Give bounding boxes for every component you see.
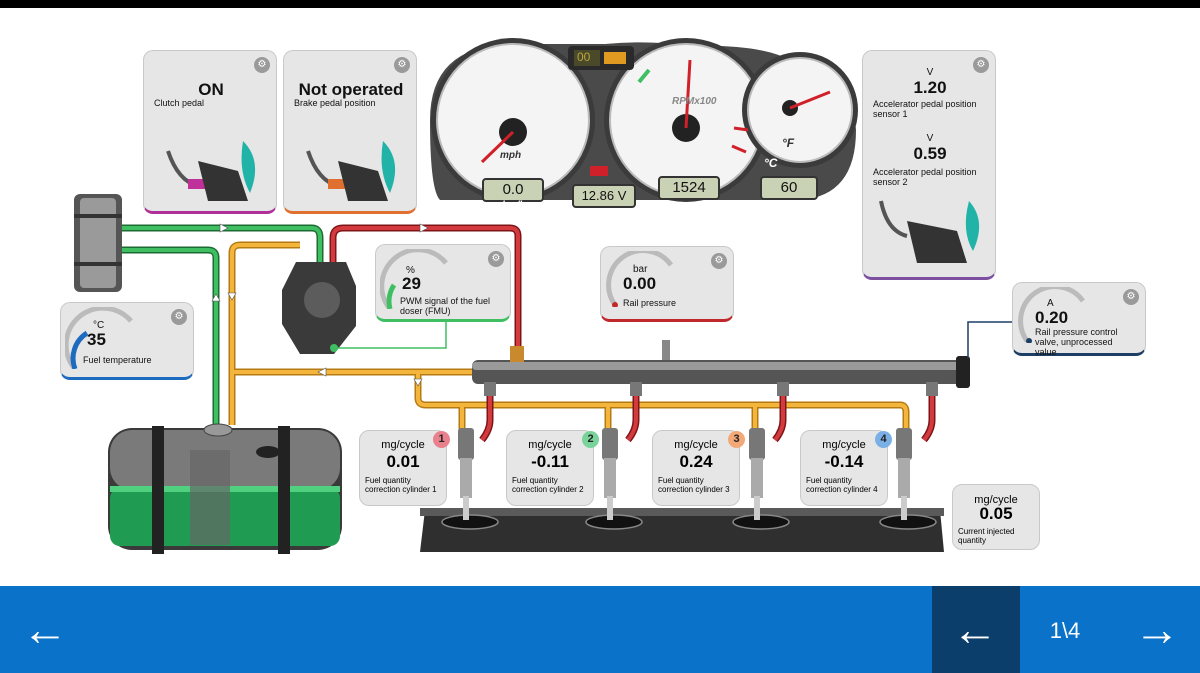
rail-valve-card[interactable]: ⚙ A 0.20 Rail pressure control valve, un…: [1012, 282, 1146, 357]
cylinder-2-badge: 2: [582, 431, 599, 448]
injected-value: 0.05: [979, 504, 1013, 523]
prev-page-button[interactable]: [932, 586, 1020, 673]
accel2-label-b: sensor 2: [873, 177, 908, 187]
next-arrow-icon[interactable]: →: [1134, 603, 1180, 655]
temp-unit: °C: [93, 320, 105, 331]
rail-value: 0.00: [623, 274, 657, 293]
temp-arc-icon: [65, 307, 133, 369]
gear-icon[interactable]: ⚙: [254, 57, 270, 73]
fmu-card[interactable]: ⚙ % 29 PWM signal of the fuel doser (FMU…: [375, 244, 511, 322]
fuel-temperature-card[interactable]: ⚙ °C 35 Fuel temperature: [60, 302, 194, 380]
rail-label: Rail pressure: [623, 298, 677, 308]
page-indicator: 1\4: [1049, 618, 1081, 643]
valve-unit: A: [1047, 298, 1054, 309]
fmu-unit: %: [406, 265, 415, 276]
temp-unit-f: °F: [782, 136, 795, 150]
accel1-value: 1.20: [913, 78, 947, 97]
injected-unit: mg/cycle: [974, 494, 1018, 506]
cyl1-unit: mg/cycle: [381, 439, 425, 451]
clutch-label: Clutch pedal: [154, 98, 205, 108]
rail-unit: bar: [633, 264, 648, 275]
cyl4-value: -0.14: [824, 452, 864, 471]
top-bar: [0, 0, 1200, 8]
rail-arc-icon: [606, 251, 674, 307]
cylinder-4-badge: 4: [875, 431, 892, 448]
gear-icon[interactable]: ⚙: [711, 253, 727, 269]
accel2-label-a: Accelerator pedal position: [873, 167, 977, 177]
cyl2-value: -0.11: [531, 452, 569, 471]
fmu-value: 29: [402, 274, 421, 293]
accel1-label-b: sensor 1: [873, 109, 908, 119]
cyl3-value: 0.24: [679, 452, 713, 471]
accelerator-pedal-icon: [879, 200, 980, 263]
rpm-dial-label: RPMx100: [672, 96, 717, 107]
gear-icon[interactable]: ⚙: [171, 309, 187, 325]
brake-pedal-card[interactable]: ⚙ Not operated Brake pedal position: [283, 50, 417, 214]
cylinder-1-badge: 1: [433, 431, 450, 448]
temp-label: Fuel temperature: [83, 355, 152, 365]
temp-value-card: 35: [87, 330, 106, 349]
accel2-value: 0.59: [913, 144, 947, 163]
temp-unit-c: °C: [764, 156, 778, 170]
cyl2-unit: mg/cycle: [528, 439, 572, 451]
clutch-pedal-icon: [166, 141, 256, 201]
brake-state: Not operated: [298, 80, 404, 99]
rail-pressure-card[interactable]: ⚙ bar 0.00 Rail pressure: [600, 246, 734, 322]
accelerator-pedal-card[interactable]: ⚙ V 1.20 Accelerator pedal position sens…: [862, 50, 996, 280]
cyl1-value: 0.01: [386, 452, 420, 471]
gear-icon[interactable]: ⚙: [394, 57, 410, 73]
odometer: 00: [577, 50, 591, 64]
valve-label-c: value: [1035, 347, 1057, 357]
fmu-arc-icon: [380, 249, 448, 309]
fuel-system-diagram: [74, 38, 1012, 554]
battery-voltage: 12.86 V: [572, 184, 636, 208]
speed-value: 0.0: [482, 178, 544, 202]
gear-icon[interactable]: ⚙: [488, 251, 504, 267]
valve-arc-icon: [1018, 287, 1086, 343]
cyl4-unit: mg/cycle: [822, 439, 866, 451]
accel1-label-a: Accelerator pedal position: [873, 99, 977, 109]
prev-arrow-icon[interactable]: ←: [952, 603, 998, 655]
gear-icon[interactable]: ⚙: [973, 57, 989, 73]
gear-icon[interactable]: ⚙: [1123, 289, 1139, 305]
fmu-label-a: PWM signal of the fuel: [400, 296, 491, 306]
clutch-pedal-card[interactable]: ⚙ ON Clutch pedal: [143, 50, 277, 214]
speed-dial-unit: mph: [500, 150, 522, 161]
clutch-state: ON: [198, 80, 224, 99]
rpm-value: 1524: [658, 176, 720, 200]
brake-label: Brake pedal position: [294, 98, 376, 108]
cylinder-3-badge: 3: [728, 431, 745, 448]
cyl3-unit: mg/cycle: [674, 439, 718, 451]
bottom-nav-bar: [0, 586, 1200, 673]
valve-label-b: valve, unprocessed: [1035, 337, 1113, 347]
accel1-unit: V: [926, 67, 934, 78]
fmu-label-b: doser (FMU): [400, 306, 451, 316]
valve-label-a: Rail pressure control: [1035, 327, 1118, 337]
speed-unit: km/h: [502, 200, 526, 211]
brake-pedal-icon: [306, 141, 396, 201]
temp-value: 60: [760, 176, 818, 200]
accel2-unit: V: [926, 133, 934, 144]
valve-value: 0.20: [1035, 308, 1069, 327]
rpm-unit: rpm: [682, 200, 701, 211]
back-arrow-icon[interactable]: ←: [22, 603, 68, 655]
